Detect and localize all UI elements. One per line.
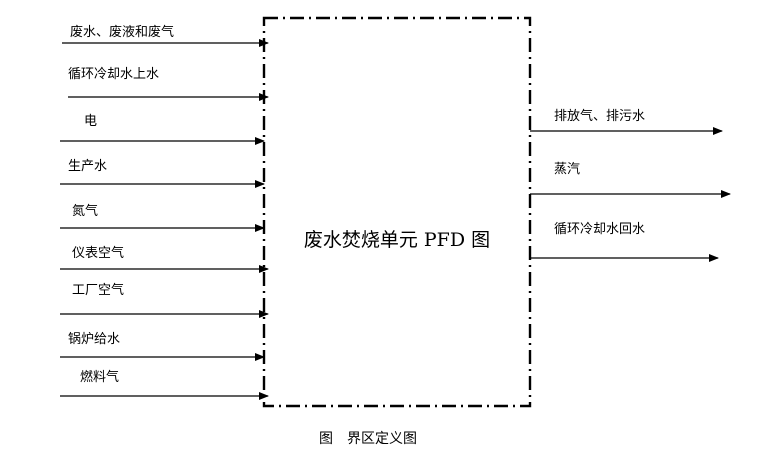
input-stream-label: 锅炉给水 xyxy=(68,331,120,347)
input-stream-label: 循环冷却水上水 xyxy=(68,67,159,82)
output-stream-label: 循环冷却水回水 xyxy=(554,222,645,237)
input-stream-label: 工厂空气 xyxy=(72,282,124,298)
input-stream: 生产水 xyxy=(60,159,265,188)
input-streams: 废水、废液和废气 循环冷却水上水 电 生产水 氮气 仪表空气 工厂空气 锅炉给 xyxy=(60,24,269,400)
output-stream: 蒸汽 xyxy=(530,162,731,198)
input-stream: 废水、废液和废气 xyxy=(62,24,269,47)
input-stream-label: 生产水 xyxy=(68,159,107,174)
input-stream: 电 xyxy=(60,114,265,145)
input-stream: 氮气 xyxy=(60,203,265,232)
input-stream-label: 废水、废液和废气 xyxy=(70,24,174,40)
output-stream-label: 排放气、排污水 xyxy=(554,108,645,124)
input-stream: 循环冷却水上水 xyxy=(68,67,269,101)
output-stream: 循环冷却水回水 xyxy=(530,222,719,262)
input-stream-label: 仪表空气 xyxy=(72,245,124,261)
input-stream: 锅炉给水 xyxy=(60,331,265,361)
figure-caption: 图 界区定义图 xyxy=(319,431,417,447)
input-stream: 燃料气 xyxy=(60,369,269,400)
input-stream: 工厂空气 xyxy=(60,282,269,318)
input-stream: 仪表空气 xyxy=(60,245,269,273)
output-stream-label: 蒸汽 xyxy=(554,162,580,177)
battery-limit-boundary xyxy=(262,16,532,408)
input-stream-label: 氮气 xyxy=(72,203,98,219)
output-streams: 排放气、排污水 蒸汽 循环冷却水回水 xyxy=(530,108,731,262)
input-stream-label: 燃料气 xyxy=(80,369,119,385)
input-stream-label: 电 xyxy=(84,114,97,129)
unit-title: 废水焚烧单元 PFD 图 xyxy=(304,229,490,251)
output-stream: 排放气、排污水 xyxy=(530,108,723,135)
